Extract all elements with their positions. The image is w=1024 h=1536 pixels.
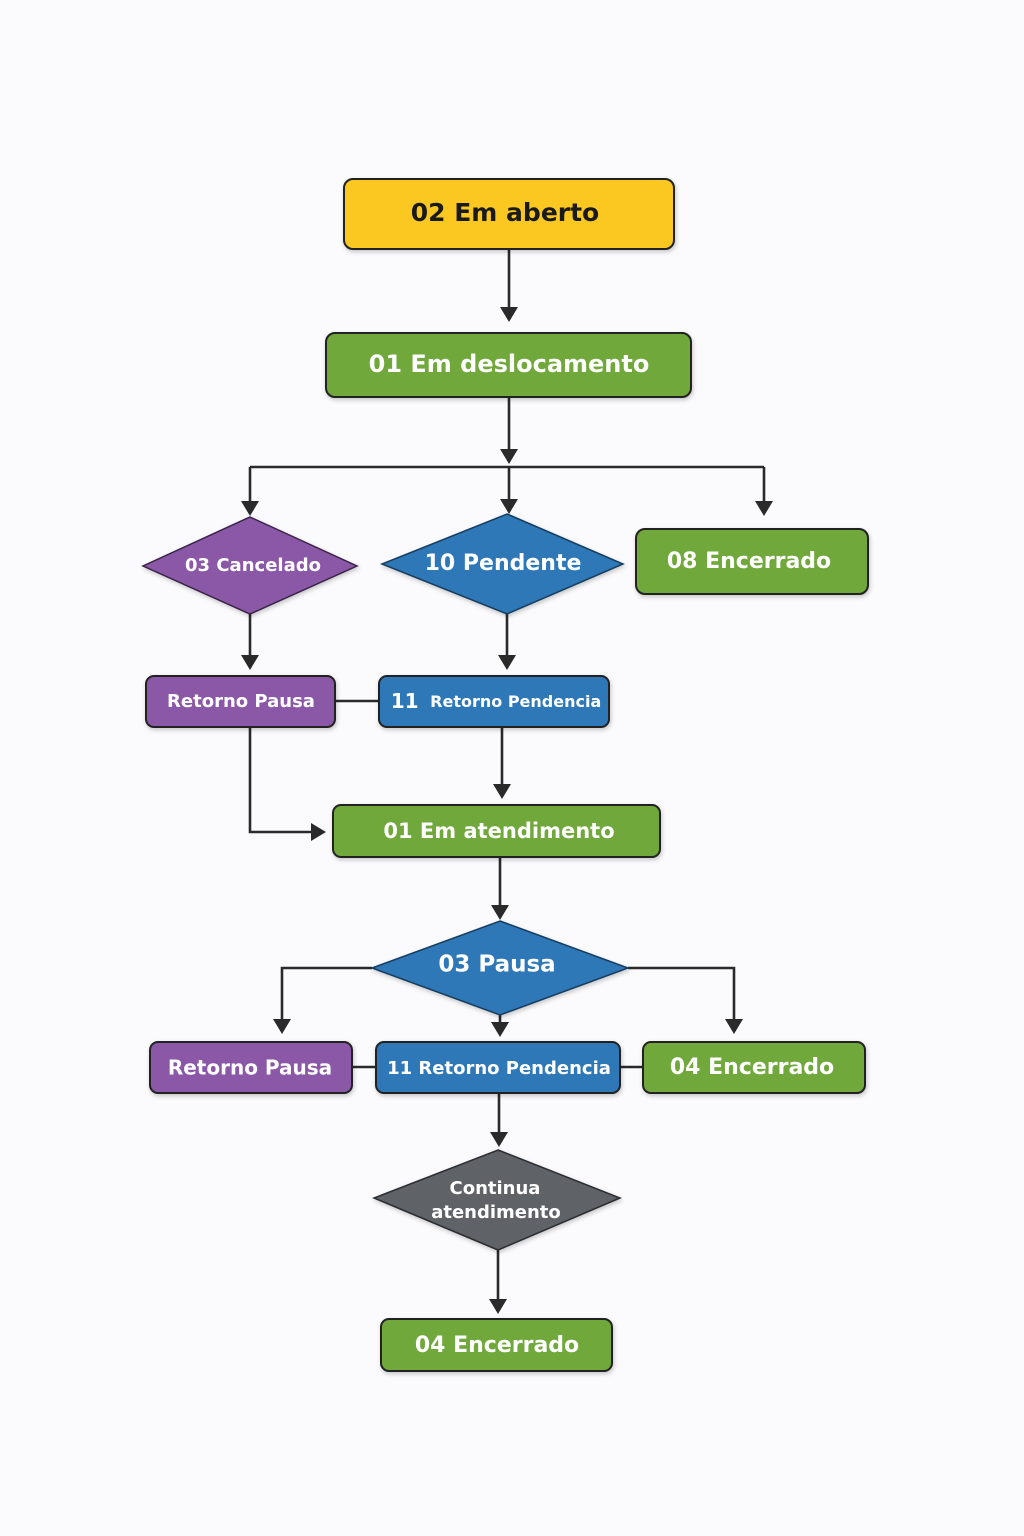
node-encerrado-04-b-label: 04 Encerrado bbox=[415, 1333, 579, 1358]
node-retorno-pausa-2 bbox=[149, 1041, 353, 1094]
node-retorno-pausa-2-label: Retorno Pausa bbox=[168, 1056, 332, 1080]
arrowhead bbox=[489, 1299, 507, 1314]
arrowhead bbox=[241, 501, 259, 516]
node-pendente-label: 10 Pendente bbox=[425, 551, 582, 576]
retorno-pendencia-1-text: Retorno Pendencia bbox=[430, 692, 601, 711]
node-encerrado-08 bbox=[635, 528, 869, 595]
arrowhead bbox=[755, 501, 773, 516]
arrowhead bbox=[500, 449, 518, 464]
node-retorno-pendencia-2-label: 11 Retorno Pendencia bbox=[387, 1058, 611, 1079]
arrowhead bbox=[311, 823, 326, 841]
node-retorno-pendencia-2 bbox=[375, 1041, 621, 1094]
arrowhead bbox=[491, 905, 509, 920]
arrowhead bbox=[500, 499, 518, 514]
arrowhead bbox=[273, 1019, 291, 1034]
node-em-aberto bbox=[343, 178, 675, 250]
node-continua-label-line1: Continua bbox=[450, 1178, 541, 1199]
node-encerrado-04-a-label: 04 Encerrado bbox=[670, 1055, 834, 1080]
node-encerrado-08-label: 08 Encerrado bbox=[667, 549, 831, 574]
node-cancelado-diamond bbox=[141, 516, 359, 615]
node-encerrado-04-b bbox=[380, 1318, 613, 1372]
node-em-atendimento-label: 01 Em atendimento bbox=[383, 819, 614, 843]
node-retorno-pendencia-1-label: 11 Retorno Pendencia bbox=[391, 689, 602, 713]
arrowhead bbox=[241, 655, 259, 670]
arrowhead bbox=[725, 1019, 743, 1034]
node-continua-diamond bbox=[371, 1149, 622, 1251]
edge-pausa-right bbox=[628, 966, 736, 1020]
retorno-pendencia-1-number: 11 bbox=[391, 689, 419, 713]
node-retorno-pausa-1-label: Retorno Pausa bbox=[167, 691, 315, 712]
arrowhead bbox=[490, 1132, 508, 1147]
node-retorno-pausa-1 bbox=[145, 675, 336, 728]
edges bbox=[241, 249, 773, 1314]
node-em-deslocamento bbox=[325, 332, 692, 398]
node-em-atendimento bbox=[332, 804, 661, 858]
node-em-deslocamento-label: 01 Em deslocamento bbox=[369, 350, 650, 378]
arrowhead bbox=[493, 784, 511, 799]
node-em-aberto-label: 02 Em aberto bbox=[411, 198, 600, 227]
edge-pausa-left bbox=[280, 966, 372, 1020]
node-pendente-diamond bbox=[379, 513, 625, 615]
node-continua-label-line2: atendimento bbox=[431, 1202, 561, 1223]
arrowhead bbox=[498, 655, 516, 670]
node-pausa-diamond bbox=[369, 920, 631, 1016]
node-encerrado-04-a bbox=[642, 1041, 866, 1094]
node-retorno-pendencia-1 bbox=[378, 675, 610, 728]
edge-retornopausa-atendimento bbox=[248, 727, 312, 834]
arrowhead bbox=[500, 307, 518, 322]
arrowhead bbox=[491, 1022, 509, 1037]
node-cancelado-label: 03 Cancelado bbox=[185, 555, 321, 576]
node-pausa-label: 03 Pausa bbox=[438, 952, 555, 978]
